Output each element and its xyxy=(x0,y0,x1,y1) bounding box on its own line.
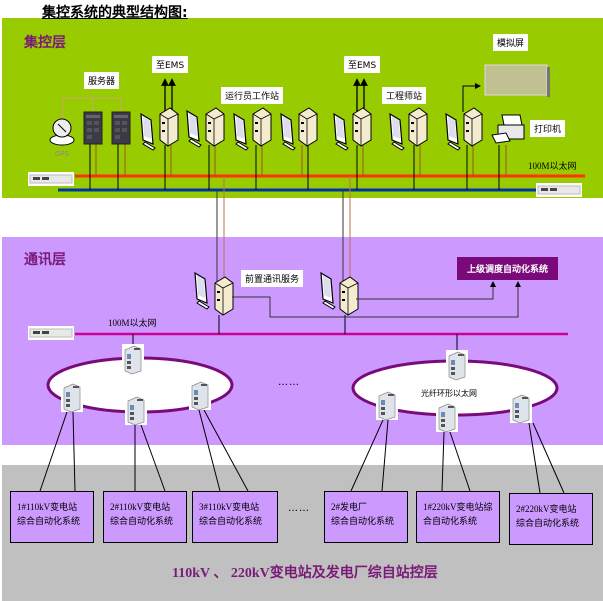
ring-switch-icon xyxy=(121,343,145,375)
workstation-tower-icon xyxy=(352,107,372,147)
station-box-line2: 综合自动化系统 xyxy=(331,516,395,526)
workstation-tower-icon xyxy=(252,107,272,147)
station-layer-title: 110kV 、 220kV变电站及发电厂综自站控层 xyxy=(172,566,438,581)
station-ellipsis: …… xyxy=(288,503,310,514)
station-box-line1: 1#110kV变电站 xyxy=(17,502,78,512)
network-hub-icon xyxy=(535,182,583,198)
ring-switch-icon xyxy=(60,381,84,413)
server-bracket-line xyxy=(62,97,122,123)
station-box-line1: 2#220kV变电站 xyxy=(516,504,577,514)
device-drop-lines xyxy=(89,143,507,190)
station-box: 2#发电厂 综合自动化系统 xyxy=(324,491,408,543)
inter-layer-links xyxy=(216,176,351,282)
servers-label: 服务器 xyxy=(84,72,120,89)
upper-dispatch-system-box: 上级调度自动化系统 xyxy=(457,257,559,280)
station-box-line2: 综合自动化系统 xyxy=(17,516,81,526)
upper-dispatch-link-2 xyxy=(356,281,496,300)
fiber-ring-label: 光纤环形以太网 xyxy=(421,389,477,398)
workstation-tower-icon xyxy=(298,107,318,147)
station-box-line1: 1#220kV变电站综 xyxy=(423,502,493,512)
front-server-icon xyxy=(339,276,359,316)
control-layer-label: 集控层 xyxy=(24,35,66,51)
station-box: 2#110kV变电站 综合自动化系统 xyxy=(103,491,187,543)
station-links xyxy=(39,409,565,494)
printer-label: 打印机 xyxy=(530,120,566,137)
simulation-screen-label: 模拟屏 xyxy=(493,34,529,51)
printer-icon xyxy=(491,114,525,144)
ring-switch-icon xyxy=(188,379,212,411)
network-hub-icon xyxy=(27,325,75,341)
simulation-screen-shadow xyxy=(547,67,550,97)
control-ethernet-label: 100M以太网 xyxy=(528,161,577,171)
upper-dispatch-link-3 xyxy=(345,281,521,318)
server-icon xyxy=(83,111,103,145)
ems-label-1: 至EMS xyxy=(152,56,189,73)
ring-switch-icon xyxy=(124,394,148,426)
simulation-screen xyxy=(484,64,548,96)
station-box-line2: 综合自动化系统 xyxy=(110,516,174,526)
station-box-line1: 2#110kV变电站 xyxy=(110,502,171,512)
simulation-screen-arrow xyxy=(462,83,481,112)
station-box-line2: 合自动化系统 xyxy=(423,516,478,526)
station-box: 1#220kV变电站综 合自动化系统 xyxy=(416,491,500,543)
gps-label: GPS xyxy=(55,150,70,158)
upper-dispatch-link-1 xyxy=(232,296,345,318)
workstation-tower-icon xyxy=(463,107,483,147)
station-box-line1: 2#发电厂 xyxy=(331,502,368,512)
ring-switch-icon xyxy=(375,389,399,421)
ems-label-2: 至EMS xyxy=(344,56,381,73)
station-box: 2#220kV变电站 综合自动化系统 xyxy=(509,493,593,545)
engineer-station-label: 工程师站 xyxy=(382,87,427,104)
station-box: 3#110kV变电站 综合自动化系统 xyxy=(192,491,278,543)
workstation-tower-icon xyxy=(205,107,225,147)
station-layer-band xyxy=(2,465,603,601)
ring-switch-icon xyxy=(445,349,469,381)
diagram-title: 集控系统的典型结构图: xyxy=(42,5,188,21)
front-comm-server-label: 前置通讯服务 xyxy=(241,270,304,287)
workstation-tower-icon xyxy=(408,107,428,147)
station-box-line2: 综合自动化系统 xyxy=(199,516,263,526)
comm-layer-label: 通讯层 xyxy=(24,252,66,268)
ring-switch-icon xyxy=(509,392,533,424)
workstation-tower-icon xyxy=(159,107,179,147)
server-icon xyxy=(111,111,131,145)
station-box-line1: 3#110kV变电站 xyxy=(199,502,260,512)
station-box-line2: 综合自动化系统 xyxy=(516,518,580,528)
front-server-icon xyxy=(214,276,234,316)
operator-workstation-label: 运行员工作站 xyxy=(221,87,284,104)
comm-ethernet-label: 100M以太网 xyxy=(108,318,157,328)
station-box: 1#110kV变电站 综合自动化系统 xyxy=(10,491,94,543)
comm-ellipsis: …… xyxy=(278,377,300,388)
gps-icon xyxy=(49,118,75,146)
network-hub-icon xyxy=(27,171,75,187)
ring-switch-icon xyxy=(435,401,459,433)
